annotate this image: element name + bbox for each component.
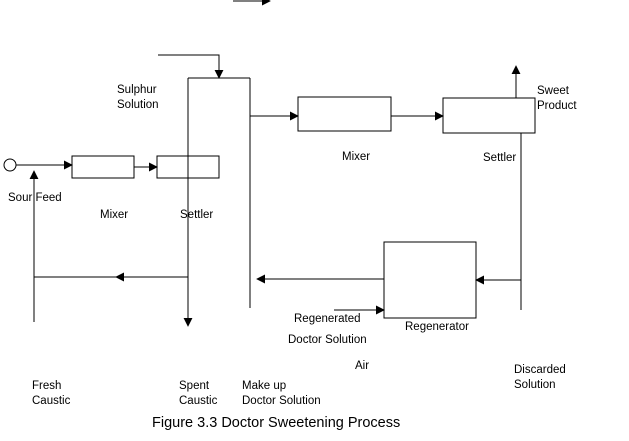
label-sour-feed: Sour Feed bbox=[8, 192, 62, 204]
settler-2-box bbox=[442, 97, 536, 134]
regenerator-box bbox=[383, 241, 477, 319]
figure-caption: Figure 3.3 Doctor Sweetening Process bbox=[152, 415, 401, 431]
label-settler-1: Settler bbox=[180, 209, 214, 221]
mixer-1-box bbox=[71, 155, 135, 179]
label-mixer-2: Mixer bbox=[342, 151, 371, 163]
label-regenerator: Regenerator bbox=[405, 321, 469, 333]
sulphur-feed-line bbox=[158, 54, 224, 79]
label-air: Air bbox=[355, 360, 370, 372]
mixer-2-box bbox=[297, 96, 392, 132]
label-settler-2: Settler bbox=[483, 152, 517, 164]
sour-feed-inlet-icon bbox=[3, 158, 17, 172]
label-mixer-1: Mixer bbox=[100, 209, 129, 221]
